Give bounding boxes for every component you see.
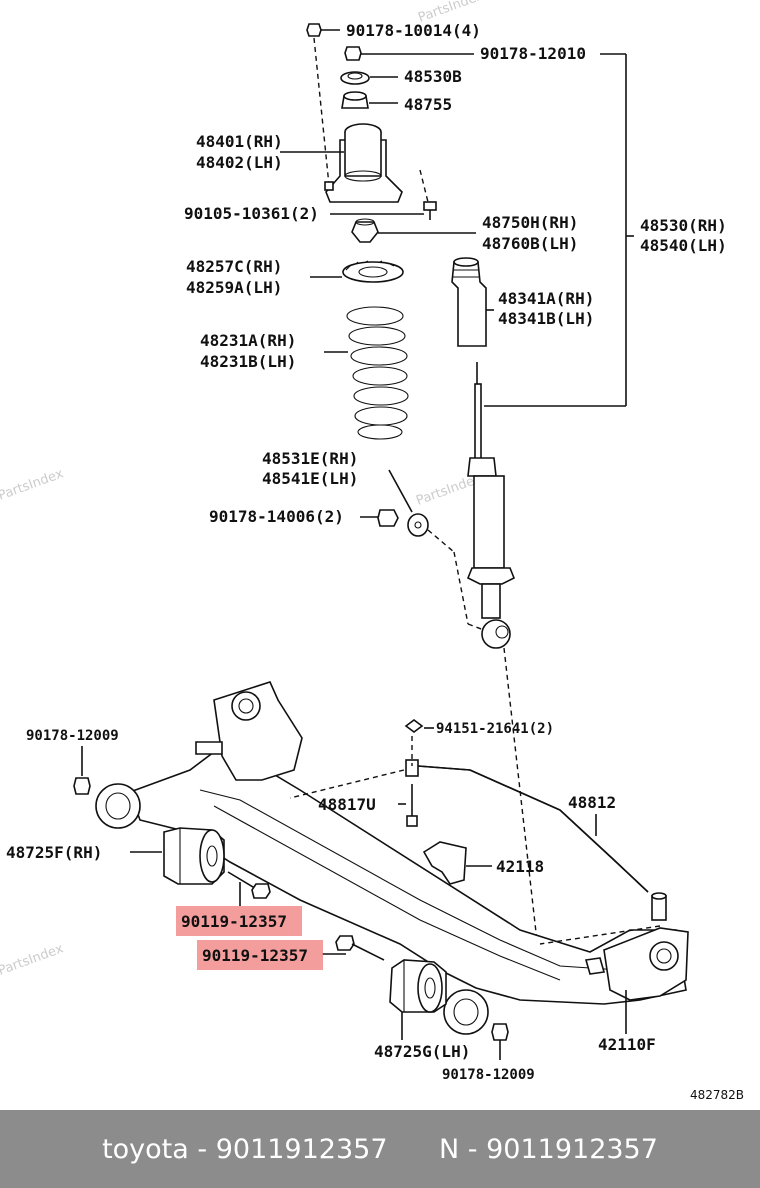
label-48540-lh: 48540(LH) bbox=[640, 236, 727, 255]
shock-absorber-48531E bbox=[466, 362, 516, 649]
label-90178-12010: 90178-12010 bbox=[480, 44, 586, 63]
label-90119-12357-upper: 90119-12357 bbox=[181, 912, 287, 931]
label-48812: 48812 bbox=[568, 793, 616, 812]
spring-seat-48257C bbox=[342, 260, 404, 283]
label-48531E-rh: 48531E(RH) bbox=[262, 449, 358, 468]
label-94151-21641: 94151-21641(2) bbox=[436, 721, 554, 737]
washer-48531E bbox=[407, 513, 429, 537]
axle-beam-42110F bbox=[95, 681, 689, 1035]
label-48755: 48755 bbox=[404, 95, 452, 114]
dust-boot-48341A bbox=[451, 257, 487, 347]
label-48530B: 48530B bbox=[404, 67, 462, 86]
parts-diagram: PartsIndex PartsIndex PartsIndex PartsIn… bbox=[0, 0, 744, 1102]
bolt-90119-12357-lower bbox=[335, 935, 385, 961]
bracket-42118 bbox=[422, 841, 467, 885]
label-48725G-lh: 48725G(LH) bbox=[374, 1042, 470, 1061]
bolt-90105-10361 bbox=[423, 201, 437, 211]
nut-94151-21641 bbox=[404, 719, 424, 733]
nut-90178-12009-left bbox=[73, 777, 91, 795]
highlight-90119-12357-lower bbox=[197, 940, 323, 970]
label-42110F: 42110F bbox=[598, 1035, 656, 1054]
bolt-48817U bbox=[406, 784, 418, 827]
nut-90178-12009-right bbox=[491, 1023, 509, 1041]
label-48541E-lh: 48541E(LH) bbox=[262, 469, 358, 488]
label-90178-10014: 90178-10014(4) bbox=[346, 21, 481, 40]
label-48530-rh: 48530(RH) bbox=[640, 216, 727, 235]
nut-90178-12010 bbox=[344, 46, 362, 61]
footer-spacer bbox=[388, 1134, 440, 1165]
label-48257C-rh: 48257C(RH) bbox=[186, 257, 282, 276]
washer-48530B bbox=[340, 71, 370, 85]
label-90178-14006: 90178-14006(2) bbox=[209, 507, 344, 526]
bolt-90119-12357-upper bbox=[227, 871, 271, 899]
nut-90178-10014 bbox=[306, 23, 322, 37]
label-48402-lh: 48402(LH) bbox=[196, 153, 283, 172]
label-90119-12357-lower: 90119-12357 bbox=[202, 946, 308, 965]
label-48231A-rh: 48231A(RH) bbox=[200, 331, 296, 350]
label-48231B-lh: 48231B(LH) bbox=[200, 352, 296, 371]
watermark-4: PartsIndex bbox=[0, 941, 66, 979]
footer-left-text: toyota - 9011912357 bbox=[102, 1133, 388, 1165]
label-90178-12009-left: 90178-12009 bbox=[26, 728, 119, 744]
label-48725F-rh: 48725F(RH) bbox=[6, 843, 102, 862]
label-48401-rh: 48401(RH) bbox=[196, 132, 283, 151]
upper-support-48401 bbox=[325, 123, 403, 203]
label-48259A-lh: 48259A(LH) bbox=[186, 278, 282, 297]
footer-bar: toyota - 9011912357 N - 9011912357 bbox=[0, 1110, 760, 1188]
label-48750H-rh: 48750H(RH) bbox=[482, 213, 578, 232]
highlight-90119-12357-upper bbox=[176, 906, 302, 936]
label-90105-10361: 90105-10361(2) bbox=[184, 204, 319, 223]
label-42118: 42118 bbox=[496, 857, 544, 876]
label-48817U: 48817U bbox=[318, 795, 376, 814]
bushing-48725F bbox=[163, 827, 225, 885]
watermark-2: PartsIndex bbox=[0, 466, 66, 504]
label-48760B-lh: 48760B(LH) bbox=[482, 234, 578, 253]
label-48341A-rh: 48341A(RH) bbox=[498, 289, 594, 308]
nut-90178-14006 bbox=[377, 509, 399, 527]
bushing-48725G bbox=[389, 959, 447, 1013]
footer-right-text: N - 9011912357 bbox=[439, 1133, 658, 1165]
coil-spring-48231A bbox=[346, 306, 409, 440]
label-90178-12009-right: 90178-12009 bbox=[442, 1067, 535, 1083]
diagram-code: 482782B bbox=[690, 1088, 744, 1102]
stabilizer-bar-48812 bbox=[405, 759, 667, 921]
label-48341B-lh: 48341B(LH) bbox=[498, 309, 594, 328]
